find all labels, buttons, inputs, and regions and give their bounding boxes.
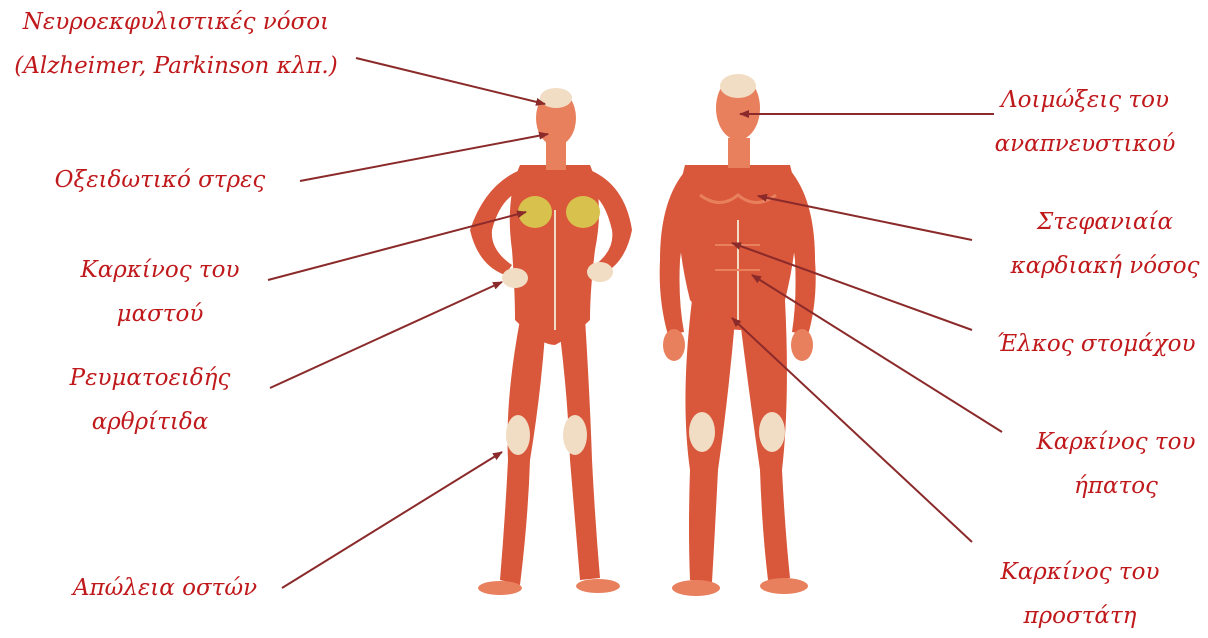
arrow-arthritis xyxy=(270,282,502,388)
arrow-neurodegenerative xyxy=(356,58,545,104)
female-body-figure xyxy=(470,88,632,595)
arrow-oxidative-stress xyxy=(300,134,548,181)
male-body-figure xyxy=(660,74,816,596)
arrow-liver-cancer xyxy=(752,275,1002,432)
arrow-bone-loss xyxy=(282,452,502,588)
